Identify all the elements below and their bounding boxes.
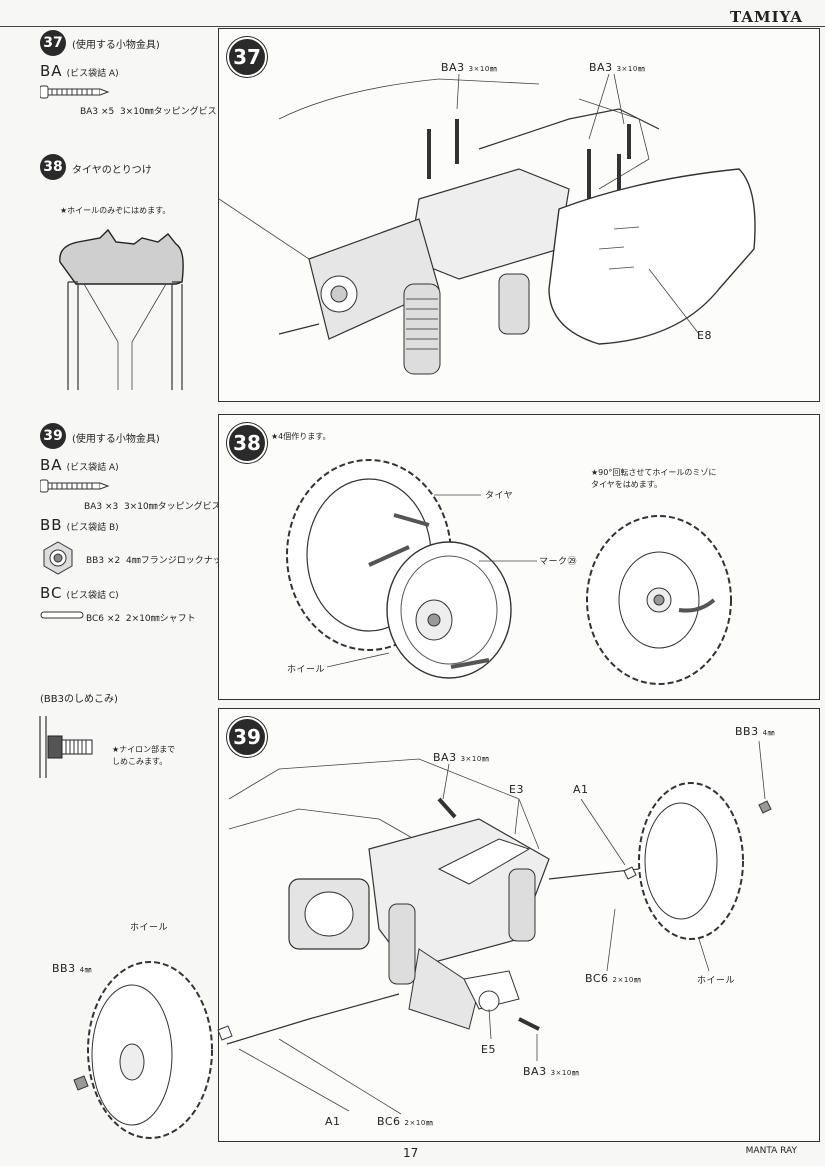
label-ba3-top: BA3 3×10㎜ <box>433 751 490 764</box>
s37-heading: (使用する小物金具) <box>72 40 160 51</box>
step-38-panel: 38 ★4個作ります。 ★90°回転させてホイールのミゾにタイヤをはめます。 タ… <box>218 414 820 700</box>
s39-ba-part-line: BA3 ×3 3×10㎜タッピングビス <box>84 502 221 512</box>
tapping-screw-icon <box>40 84 110 100</box>
bb3-tightening-diagram <box>36 712 106 782</box>
tapping-screw-icon <box>40 478 110 494</box>
header-rule <box>0 26 825 27</box>
label-wheel-right: ホイール <box>697 976 736 986</box>
label-left-bb3: BB3 4㎜ <box>52 962 93 975</box>
step-39-panel-badge: 39 <box>227 717 267 757</box>
label-tire: タイヤ <box>485 491 514 501</box>
label-left-wheel: ホイール <box>130 923 169 933</box>
tire-section-diagram <box>48 222 198 392</box>
label-e3: E3 <box>509 783 524 796</box>
note-rotate: ★90°回転させてホイールのミゾにタイヤをはめます。 <box>591 468 717 489</box>
step-38-panel-badge: 38 <box>227 423 267 463</box>
label-wheel: ホイール <box>287 665 326 675</box>
s39-bc-part-line: BC6 ×2 2×10㎜シャフト <box>86 614 196 624</box>
bb3-note: ★ナイロン部までしめこみます。 <box>112 745 176 766</box>
bb3-heading: (BB3のしめこみ) <box>40 694 118 705</box>
step-39-panel: 39 <box>218 708 820 1142</box>
step-37-panel: 37 BA3 3×10㎜ BA3 3×10㎜ E8 <box>218 28 820 402</box>
s39-bag-bb: BB(ビス袋詰 B) <box>40 516 119 534</box>
label-e5: E5 <box>481 1043 496 1056</box>
s39-bag-ba: BA(ビス袋詰 A) <box>40 456 119 474</box>
label-e8: E8 <box>697 329 712 342</box>
step-37-panel-badge: 37 <box>227 37 267 77</box>
label-a1-bottom: A1 <box>325 1115 341 1128</box>
s38-heading: タイヤのとりつけ <box>72 165 152 176</box>
step-39-badge: 39 <box>40 423 66 449</box>
step-37-badge: 37 <box>40 30 66 56</box>
step-39-diagram <box>226 740 772 1115</box>
label-ba3-right: BA3 3×10㎜ <box>589 61 646 74</box>
label-ba3-bottom: BA3 3×10㎜ <box>523 1065 580 1078</box>
s38-note: ★ホイールのみぞにはめます。 <box>60 206 171 215</box>
label-bb3-right: BB3 4㎜ <box>735 725 776 738</box>
s37-part-line: BA3 ×5 3×10㎜タッピングビス <box>80 107 217 117</box>
flange-nut-icon <box>40 540 76 576</box>
s37-bag: BA(ビス袋詰 A) <box>40 62 119 80</box>
label-bc6-bottom: BC6 2×10㎜ <box>377 1115 434 1128</box>
shaft-icon <box>40 610 86 620</box>
step-38-diagram <box>286 459 732 685</box>
s39-heading: (使用する小物金具) <box>72 434 160 445</box>
brand-logo: TAMIYA <box>730 8 803 26</box>
model-name: MANTA RAY <box>745 1146 797 1156</box>
left-wheel-diagram <box>70 930 240 1140</box>
label-bc6-right: BC6 2×10㎜ <box>585 972 642 985</box>
label-ba3-left: BA3 3×10㎜ <box>441 61 498 74</box>
s39-bb-part-line: BB3 ×2 4㎜フランジロックナット <box>86 556 231 566</box>
note-make-4: ★4個作ります。 <box>271 432 331 441</box>
s39-bag-bc: BC(ビス袋詰 C) <box>40 584 119 602</box>
label-mark-29: マーク㉙ <box>539 557 578 567</box>
page-number: 17 <box>403 1146 419 1160</box>
step-38-badge: 38 <box>40 154 66 180</box>
label-a1-right: A1 <box>573 783 589 796</box>
step-37-diagram <box>219 73 756 375</box>
